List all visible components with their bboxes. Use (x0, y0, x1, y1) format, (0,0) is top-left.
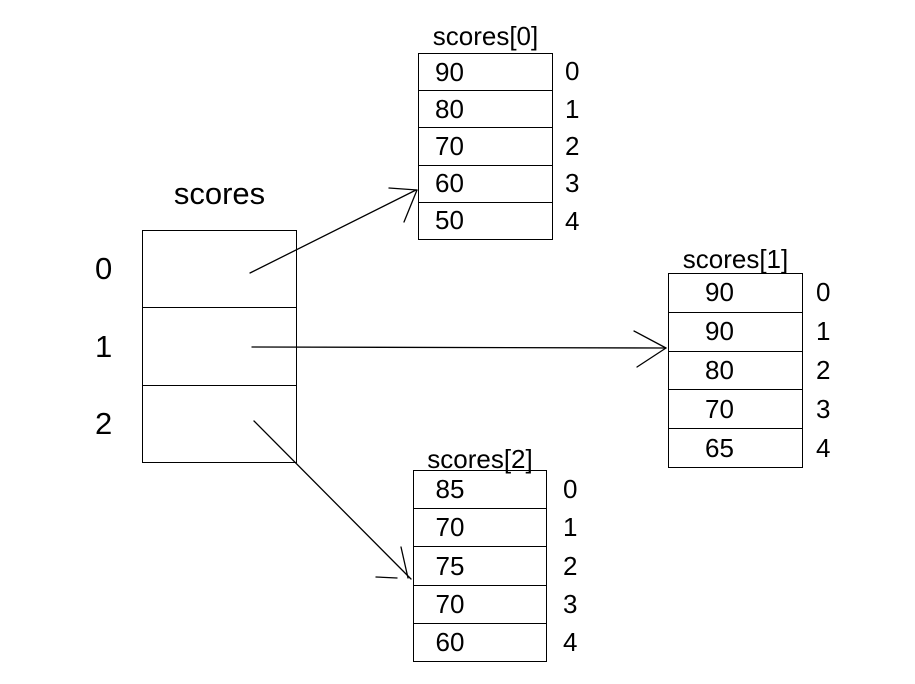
main-array-cell-2 (143, 384, 296, 462)
cell-value: 90 (705, 277, 734, 308)
cell-value: 90 (435, 56, 464, 87)
index-label: 0 (563, 473, 578, 504)
array-cell: 75 (414, 546, 546, 584)
array1-box: 90 90 80 70 65 (668, 273, 803, 468)
array1-index-column: 0 1 2 3 4 (816, 273, 844, 468)
main-array-title: scores (173, 176, 266, 211)
array1-title: scores[1] (682, 244, 789, 274)
main-array-index-column: 0 1 2 (95, 230, 127, 463)
cell-value: 80 (705, 354, 734, 385)
index-label: 4 (565, 205, 580, 236)
index-label: 0 (565, 56, 580, 87)
cell-value: 60 (435, 168, 464, 199)
index-label: 1 (565, 93, 580, 124)
cell-value: 70 (705, 393, 734, 424)
index-label: 0 (816, 277, 831, 307)
index-label: 1 (95, 328, 113, 364)
main-array-cell-1 (143, 307, 296, 384)
cell-value: 65 (705, 432, 734, 463)
cell-value: 85 (435, 474, 465, 505)
array-cell: 60 (419, 164, 552, 202)
index-label: 4 (816, 433, 831, 463)
array-cell: 80 (669, 350, 802, 390)
array-cell: 90 (669, 274, 802, 312)
main-array-cell-0 (143, 231, 296, 307)
cell-value: 75 (435, 550, 465, 581)
cell-value: 60 (435, 626, 465, 657)
array-cell: 70 (419, 127, 552, 164)
index-label: 2 (95, 406, 113, 442)
array0-index-column: 0 1 2 3 4 (565, 53, 593, 240)
array2-index-column: 0 1 2 3 4 (563, 470, 591, 662)
index-label: 1 (816, 316, 831, 346)
array0-title: scores[0] (432, 21, 539, 51)
cell-value: 70 (435, 512, 465, 543)
array2-box: 85 70 75 70 60 (413, 470, 547, 662)
index-label: 0 (95, 250, 113, 286)
array-cell: 70 (414, 508, 546, 546)
array-cell: 90 (669, 311, 802, 351)
array-cell: 70 (414, 584, 546, 623)
array-cell: 60 (414, 622, 546, 661)
cell-value: 80 (435, 93, 464, 124)
cell-value: 70 (435, 131, 464, 161)
main-array-box (142, 230, 297, 463)
index-label: 1 (563, 512, 578, 543)
array0-box: 90 80 70 60 50 (418, 53, 553, 240)
index-label: 3 (565, 168, 580, 199)
array-cell: 90 (419, 54, 552, 90)
index-label: 4 (563, 627, 578, 658)
array-cell: 80 (419, 90, 552, 127)
pointer-arrow-1 (251, 330, 667, 368)
index-label: 2 (563, 550, 578, 581)
array2-title: scores[2] (427, 444, 533, 474)
index-label: 2 (816, 355, 831, 385)
array-cell: 85 (414, 471, 546, 508)
index-label: 3 (816, 394, 831, 424)
cell-value: 90 (705, 316, 734, 347)
index-label: 3 (563, 588, 578, 619)
array-cell: 50 (419, 201, 552, 239)
cell-value: 50 (435, 205, 464, 236)
array-cell: 65 (669, 428, 802, 467)
array-cell: 70 (669, 389, 802, 428)
index-label: 2 (565, 131, 580, 162)
cell-value: 70 (435, 588, 465, 619)
